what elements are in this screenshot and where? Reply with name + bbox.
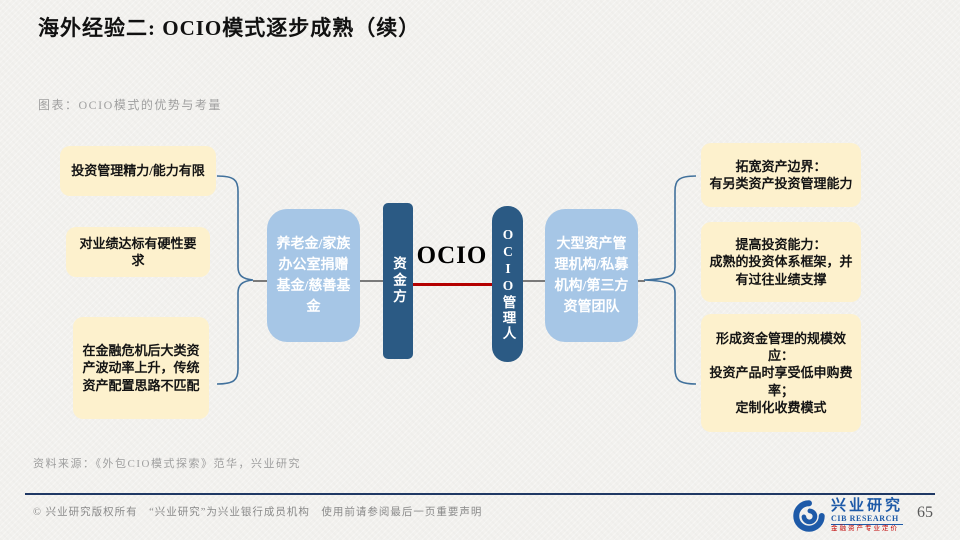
- left-brace: [216, 175, 254, 385]
- logo-tagline: 金融资产专业定价: [831, 525, 899, 533]
- connector-line-brace-to-funder: [253, 280, 268, 282]
- chart-caption: 图表：OCIO模式的优势与考量: [38, 98, 222, 112]
- footer-disclaimer: © 兴业研究版权所有 “兴业研究”为兴业银行成员机构 使用前请参阅最后一页重要声…: [33, 507, 483, 518]
- page-title: 海外经验二: OCIO模式逐步成熟（续）: [38, 16, 421, 40]
- funder-role-pill: 资金方: [383, 203, 413, 359]
- page-number: 65: [917, 504, 933, 521]
- advantage-box-3: 形成资金管理的规模效应： 投资产品时享受低申购费率； 定制化收费模式: [701, 314, 861, 432]
- manager-types-box: 大型资产管理机构/私募机构/第三方资管团队: [545, 209, 638, 342]
- right-brace: [643, 175, 697, 385]
- logo-name: 兴业研究: [831, 498, 904, 515]
- funder-types-box: 养老金/家族办公室捐赠基金/慈善基金: [267, 209, 360, 342]
- consideration-box-2: 对业绩达标有硬性要求: [66, 227, 210, 277]
- connector-line-manager-to-brace: [637, 280, 645, 282]
- manager-role-pill: OCIO管理人: [492, 206, 523, 362]
- cib-logo-icon: [793, 500, 825, 532]
- cib-logo: 兴业研究 CIB RESEARCH 金融资产专业定价: [792, 498, 904, 533]
- advantage-box-2: 提高投资能力： 成熟的投资体系框架，并有过往业绩支撑: [701, 222, 861, 302]
- advantage-box-1: 拓宽资产边界： 有另类资产投资管理能力: [701, 143, 861, 207]
- logo-subtitle: CIB RESEARCH: [831, 514, 904, 526]
- source-note: 资料来源：《外包CIO模式探索》范华，兴业研究: [33, 458, 301, 470]
- consideration-box-1: 投资管理精力/能力有限: [60, 146, 216, 196]
- connector-line-pill-to-manager: [523, 280, 545, 282]
- footer-divider: [25, 493, 935, 495]
- connector-line-funder-to-pill: [360, 280, 383, 282]
- ocio-relationship-label: OCIO: [416, 242, 488, 269]
- ocio-link-line: [413, 283, 492, 286]
- consideration-box-3: 在金融危机后大类资产波动率上升，传统资产配置思路不匹配: [73, 317, 209, 419]
